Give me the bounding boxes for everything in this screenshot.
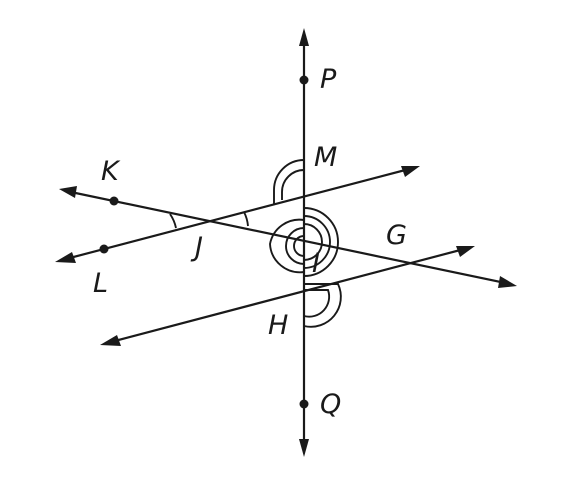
point-p xyxy=(299,75,309,85)
angle-arc-m-inner xyxy=(281,169,305,200)
angle-arc-i-left-outer xyxy=(269,218,305,274)
arrow-kg-left xyxy=(59,186,77,198)
angle-arc-h-inner xyxy=(303,289,331,318)
angle-arc-i-right-outer xyxy=(303,207,339,277)
angle-arc-i-right-inner xyxy=(303,223,323,261)
arrow-down xyxy=(299,439,309,457)
angle-arc-i-left-inner xyxy=(285,227,305,265)
angle-arc-i-left-small xyxy=(293,235,305,257)
label-l: L xyxy=(93,268,108,299)
label-h: H xyxy=(268,310,288,341)
label-p: P xyxy=(320,64,337,95)
line-hg xyxy=(105,246,470,345)
angle-arc-j-right xyxy=(243,211,249,227)
point-q xyxy=(299,399,309,409)
arrow-kg-right xyxy=(498,276,517,288)
point-k xyxy=(109,196,119,206)
arrow-up xyxy=(299,28,309,46)
arrow-lm-left xyxy=(55,252,76,263)
arrow-hg-right xyxy=(456,246,475,257)
label-q: Q xyxy=(320,389,341,420)
angle-arc-j-left xyxy=(169,213,177,229)
angle-arc-h-outer xyxy=(303,283,342,328)
label-k: K xyxy=(101,156,121,187)
label-m: M xyxy=(314,142,337,173)
label-j: J xyxy=(190,232,203,263)
arrow-lm-right xyxy=(401,166,420,177)
line-lm xyxy=(60,166,415,262)
angle-arc-i-right-mid xyxy=(303,215,331,269)
arrow-hg-left xyxy=(100,335,121,346)
angle-arc-m-outer xyxy=(273,159,305,204)
label-g: G xyxy=(386,220,407,251)
point-l xyxy=(99,244,109,254)
label-i: I xyxy=(312,248,320,279)
